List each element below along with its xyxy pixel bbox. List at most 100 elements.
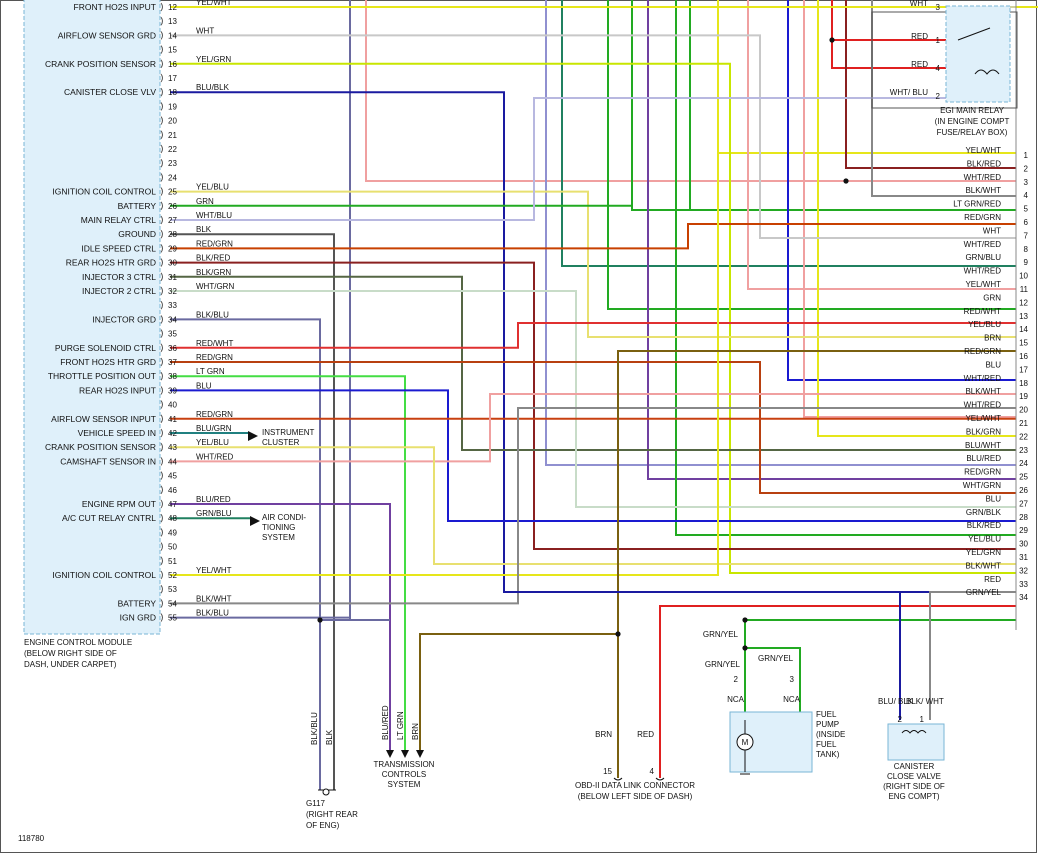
ecm-pin-label: CRANK POSITION SENSOR: [45, 442, 156, 452]
relay-box: [871, 11, 1018, 109]
ecm-pin-terminal: [160, 229, 163, 239]
connector-wire-label: WHT/RED: [964, 374, 1002, 383]
ecm-pin-number: 51: [168, 557, 177, 566]
obd-pin-number: 15: [603, 767, 612, 776]
connector-pin-number: 15: [1019, 339, 1028, 348]
ecm-pin-terminal: [160, 87, 163, 97]
connector-pin-number: 2: [1024, 164, 1029, 173]
ecm-pin-terminal: [160, 45, 163, 54]
connector-pin-number: 21: [1019, 419, 1028, 428]
fuel-pump-internal: [740, 720, 750, 775]
ecm-pin-terminal: [160, 158, 163, 168]
wire-blkwht: [929, 591, 1016, 720]
ecm-pin-label: REAR HO2S INPUT: [79, 385, 156, 395]
connector-wire-label: YEL/GRN: [966, 548, 1001, 557]
ecm-pin-terminal: [160, 286, 163, 296]
transmission-arrow: [386, 750, 394, 758]
canister-wire: BLU/ BLK: [878, 697, 914, 706]
ecm-wire-label: BLU: [196, 381, 212, 390]
ecm-pin-terminal: [160, 428, 163, 438]
ecm-pin-terminal: [160, 542, 163, 551]
ecm-pin-number: 52: [168, 571, 177, 580]
relay-wire-label: RED: [911, 60, 928, 69]
ecm-pin-label: AIRFLOW SENSOR INPUT: [51, 414, 156, 424]
ecm-pin-number: 17: [168, 74, 177, 83]
wire-trunk: [817, 0, 1016, 437]
connector-wire-label: RED/GRN: [964, 468, 1001, 477]
motor-symbol: M: [742, 738, 749, 747]
splice-dot: [829, 37, 835, 43]
canister-pin: 2: [898, 715, 903, 724]
ecm-pin-terminal: [160, 357, 163, 367]
connector-pin-number: 27: [1019, 499, 1028, 508]
ecm-pin-number: 54: [168, 599, 177, 608]
connector-pin-number: 11: [1020, 285, 1029, 294]
connector-pin-number: 3: [1024, 178, 1029, 187]
connector-pin-number: 10: [1019, 272, 1028, 281]
wire-layer: [170, 0, 1038, 790]
transmission-arrow: [401, 750, 409, 758]
connector-wire-label: LT GRN/RED: [953, 200, 1001, 209]
ecm-pin-label: INJECTOR GRD: [92, 314, 156, 324]
canister-label: CANISTER: [894, 762, 935, 771]
wire: [170, 223, 1016, 250]
connector-pin-number: 24: [1019, 459, 1028, 468]
fuel-pump-wire: GRN/YEL: [703, 630, 739, 639]
connector-pin-number: 4: [1024, 191, 1029, 200]
connector-wire-label: GRN/BLU: [965, 253, 1001, 262]
connector-pin-number: 1: [1024, 151, 1029, 160]
ecm-pin-label: VEHICLE SPEED IN: [78, 428, 156, 438]
wire: [170, 97, 946, 221]
wire-trunk: [675, 0, 1016, 536]
wire: [170, 375, 406, 750]
connector-wire-label: RED: [984, 575, 1001, 584]
relay-caption: FUSE/RELAY BOX): [937, 128, 1008, 137]
ecm-pin-terminal: [160, 258, 163, 267]
ecm-pin-terminal: [160, 457, 163, 466]
ecm-pin-label: IDLE SPEED CTRL: [81, 243, 156, 253]
ecm-pin-number: 33: [168, 301, 177, 310]
connector-wire-label: RED/GRN: [964, 347, 1001, 356]
canister-pin: 1: [920, 715, 925, 724]
relay-switch: [957, 27, 991, 41]
ecm-pin-terminal: [160, 31, 163, 40]
ecm-pin-terminal: [160, 386, 163, 395]
wire: [170, 407, 1016, 605]
ecm-wire-label: RED/GRN: [196, 239, 233, 248]
ecm-pin-terminal: [160, 187, 163, 196]
ecm-caption: DASH, UNDER CARPET): [24, 660, 117, 669]
fuel-pump-label: TANK): [816, 750, 840, 759]
ecm-wire-label: BLK: [196, 225, 212, 234]
fuel-pump-pin: 2: [734, 675, 739, 684]
connector-pin-number: 31: [1019, 553, 1028, 562]
ecm-pin-terminal: [160, 244, 163, 253]
ground-label: OF ENG): [306, 821, 340, 830]
ecm-pin-number: 41: [168, 415, 177, 424]
wire: [170, 446, 1016, 565]
connector-pin-number: 30: [1019, 540, 1028, 549]
wire: [170, 393, 1016, 463]
ecm-wire-label: GRN/BLU: [196, 509, 232, 518]
transmission-label: CONTROLS: [382, 770, 426, 779]
connector-pin-number: 32: [1019, 566, 1028, 575]
connector-pin-number: 26: [1019, 486, 1028, 495]
obd-pin-number: 4: [650, 767, 655, 776]
connector-pin-number: 33: [1019, 580, 1028, 589]
ecm-wire-label: WHT/RED: [196, 452, 234, 461]
ecm-pin-label: FRONT HO2S INPUT: [74, 2, 157, 12]
ecm-pin-number: 26: [168, 202, 177, 211]
connector-wire-label: BRN: [984, 334, 1001, 343]
canister-label: ENG COMPT): [888, 792, 939, 801]
connector-wire-label: YEL/WHT: [965, 146, 1001, 155]
ecm-pin-terminal: [160, 73, 163, 83]
wire: [170, 190, 1016, 338]
relay-wire-label: RED: [911, 32, 928, 41]
ecm-pin-number: 29: [168, 244, 177, 253]
wire-trunk: [845, 0, 1016, 169]
ecm-pin-number: 40: [168, 401, 177, 410]
connector-wire-label: GRN: [983, 293, 1001, 302]
ecm-pin-terminal: [160, 329, 163, 338]
ecm-pin-terminal: [160, 613, 163, 622]
ground-wire-label: BLK/BLU: [310, 712, 319, 745]
connector-pin-number: 6: [1024, 218, 1029, 227]
